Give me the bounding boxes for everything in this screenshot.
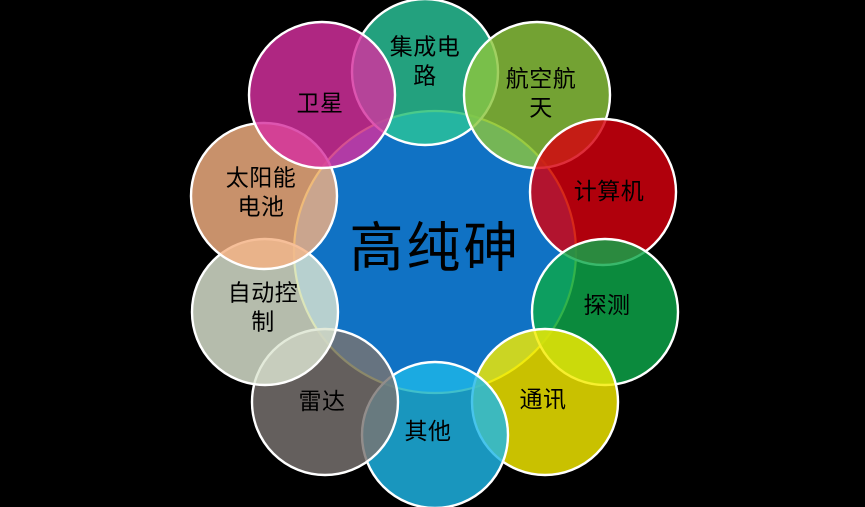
center-label: 高纯砷 bbox=[350, 217, 521, 280]
petal-label-卫星: 卫星 bbox=[297, 91, 344, 117]
petal-circle-group bbox=[189, 0, 680, 507]
petal-circle-卫星[interactable] bbox=[247, 20, 397, 170]
petal-label-探测: 探测 bbox=[584, 293, 631, 319]
petal-label-通讯: 通讯 bbox=[520, 387, 567, 413]
petal-label-其他: 其他 bbox=[405, 419, 452, 445]
petal-label-太阳能电池: 太阳能电池 bbox=[226, 165, 297, 220]
petal-label-航空航天: 航空航天 bbox=[506, 66, 577, 121]
petal-label-自动控制: 自动控制 bbox=[228, 280, 299, 335]
petal-label-group: 集成电路航空航天计算机探测通讯其他 雷达 自动控制 太阳能电池 卫星 bbox=[226, 34, 645, 445]
petal-label-计算机: 计算机 bbox=[574, 179, 645, 205]
center-label-group: 高纯砷 bbox=[350, 217, 521, 280]
petal-label-集成电路: 集成电路 bbox=[390, 34, 461, 89]
petal-label-雷达: 雷达 bbox=[299, 389, 346, 415]
